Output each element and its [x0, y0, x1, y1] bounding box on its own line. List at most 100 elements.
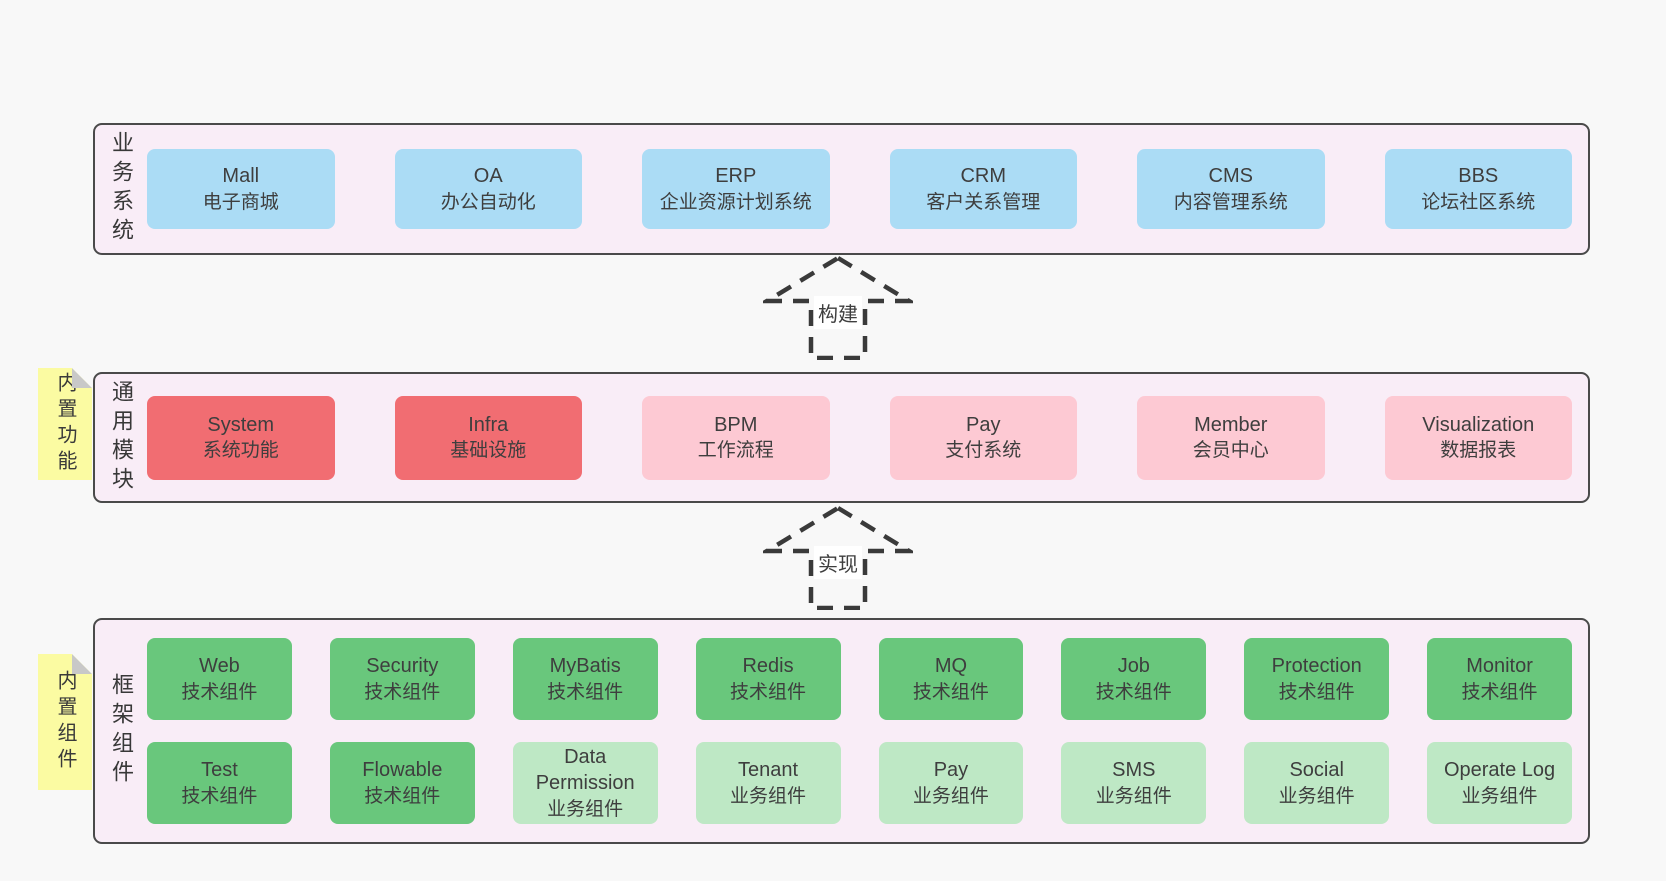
sticky-note-built-in-components: 内置组件: [38, 654, 92, 790]
box-title: Web: [199, 655, 240, 678]
box-title: BBS: [1458, 165, 1499, 188]
box-sms: SMS 业务组件: [1061, 742, 1207, 824]
box-subtitle: 工作流程: [697, 440, 774, 462]
box-subtitle: 基础设施: [450, 440, 527, 462]
component-row-business: Test 技术组件 Flowable 技术组件 Data Permission 业务组…: [147, 742, 1572, 824]
box-title: MyBatis: [549, 655, 621, 678]
box-cms: CMS 内容管理系统: [1137, 149, 1325, 229]
sticky-text: 内置功能: [54, 372, 76, 476]
arrow-label: 实现: [814, 546, 862, 579]
box-data-permission: Data Permission 业务组件: [512, 742, 658, 824]
box-title: SMS: [1112, 759, 1156, 782]
box-subtitle: 业务组件: [730, 785, 807, 807]
box-title: CMS: [1208, 165, 1253, 188]
box-visualization: Visualization 数据报表: [1384, 395, 1572, 480]
box-mybatis: MyBatis 技术组件: [512, 638, 658, 720]
box-title: Visualization: [1422, 413, 1535, 436]
box-operate-log: Operate Log 业务组件: [1427, 742, 1572, 824]
box-subtitle: 论坛社区系统: [1421, 191, 1536, 213]
sticky-text: 内置组件: [54, 670, 76, 774]
box-subtitle: 技术组件: [912, 681, 989, 703]
folded-corner-icon: [72, 368, 92, 388]
box-title: Job: [1117, 655, 1150, 678]
box-mall: Mall 电子商城: [147, 149, 335, 229]
box-subtitle: 技术组件: [730, 681, 807, 703]
box-bbs: BBS 论坛社区系统: [1384, 149, 1572, 229]
box-subtitle: 技术组件: [364, 785, 441, 807]
box-subtitle: 技术组件: [364, 681, 441, 703]
box-pay-component: Pay 业务组件: [878, 742, 1024, 824]
box-title: Operate Log: [1443, 759, 1556, 782]
box-protection: Protection 技术组件: [1244, 638, 1390, 720]
box-job: Job 技术组件: [1061, 638, 1207, 720]
box-oa: OA 办公自动化: [394, 149, 582, 229]
box-title: Data Permission: [535, 746, 635, 795]
box-title: Test: [201, 759, 238, 782]
box-subtitle: 内容管理系统: [1173, 191, 1288, 213]
layer-side-label: 通用模块: [95, 374, 147, 501]
box-tenant: Tenant 业务组件: [695, 742, 841, 824]
box-subtitle: 技术组件: [1278, 681, 1355, 703]
box-subtitle: 技术组件: [547, 681, 624, 703]
box-web: Web 技术组件: [147, 638, 292, 720]
box-subtitle: 业务组件: [1278, 785, 1355, 807]
box-security: Security 技术组件: [329, 638, 475, 720]
arrow-implement: 实现: [763, 506, 913, 610]
box-subtitle: 技术组件: [1095, 681, 1172, 703]
layer-side-label-text: 业务系统: [109, 131, 134, 247]
box-title: Member: [1194, 413, 1268, 436]
arrow-build: 构建: [763, 256, 913, 360]
box-title: Flowable: [362, 759, 443, 782]
box-crm: CRM 客户关系管理: [889, 149, 1077, 229]
box-subtitle: 业务组件: [1461, 785, 1538, 807]
box-title: MQ: [934, 655, 968, 678]
layer-side-label-text: 框架组件: [109, 673, 134, 789]
box-title: Pay: [933, 759, 969, 782]
layer-side-label: 业务系统: [95, 125, 147, 253]
box-subtitle: 会员中心: [1192, 440, 1269, 462]
box-title: Protection: [1271, 655, 1362, 678]
box-subtitle: 业务组件: [912, 785, 989, 807]
box-bpm: BPM 工作流程: [642, 395, 830, 480]
box-title: Security: [366, 655, 439, 678]
box-subtitle: 技术组件: [181, 681, 258, 703]
box-subtitle: 业务组件: [547, 798, 624, 820]
box-subtitle: 支付系统: [945, 440, 1022, 462]
box-title: Social: [1289, 759, 1344, 782]
box-title: OA: [473, 165, 503, 188]
box-subtitle: 技术组件: [181, 785, 258, 807]
layer-side-label-text: 通用模块: [109, 379, 134, 496]
box-title: CRM: [960, 165, 1007, 188]
box-subtitle: 业务组件: [1095, 785, 1172, 807]
box-subtitle: 客户关系管理: [926, 191, 1041, 213]
box-monitor: Monitor 技术组件: [1427, 638, 1572, 720]
box-social: Social 业务组件: [1244, 742, 1390, 824]
box-title: BPM: [714, 413, 758, 436]
box-subtitle: 技术组件: [1461, 681, 1538, 703]
box-title: Tenant: [738, 759, 799, 782]
box-title: Infra: [468, 413, 509, 436]
sticky-note-built-in-features: 内置功能: [38, 368, 92, 480]
box-subtitle: 办公自动化: [440, 191, 536, 213]
box-member: Member 会员中心: [1137, 395, 1325, 480]
box-title: ERP: [715, 165, 757, 188]
box-title: Monitor: [1466, 655, 1533, 678]
box-subtitle: 系统功能: [202, 440, 279, 462]
arrow-label: 构建: [814, 296, 862, 329]
layer-side-label: 框架组件: [95, 620, 147, 842]
box-flowable: Flowable 技术组件: [329, 742, 475, 824]
box-test: Test 技术组件: [147, 742, 292, 824]
box-title: System: [207, 413, 275, 436]
box-subtitle: 数据报表: [1440, 440, 1517, 462]
box-subtitle: 电子商城: [202, 191, 279, 213]
box-title: Mall: [222, 165, 260, 188]
